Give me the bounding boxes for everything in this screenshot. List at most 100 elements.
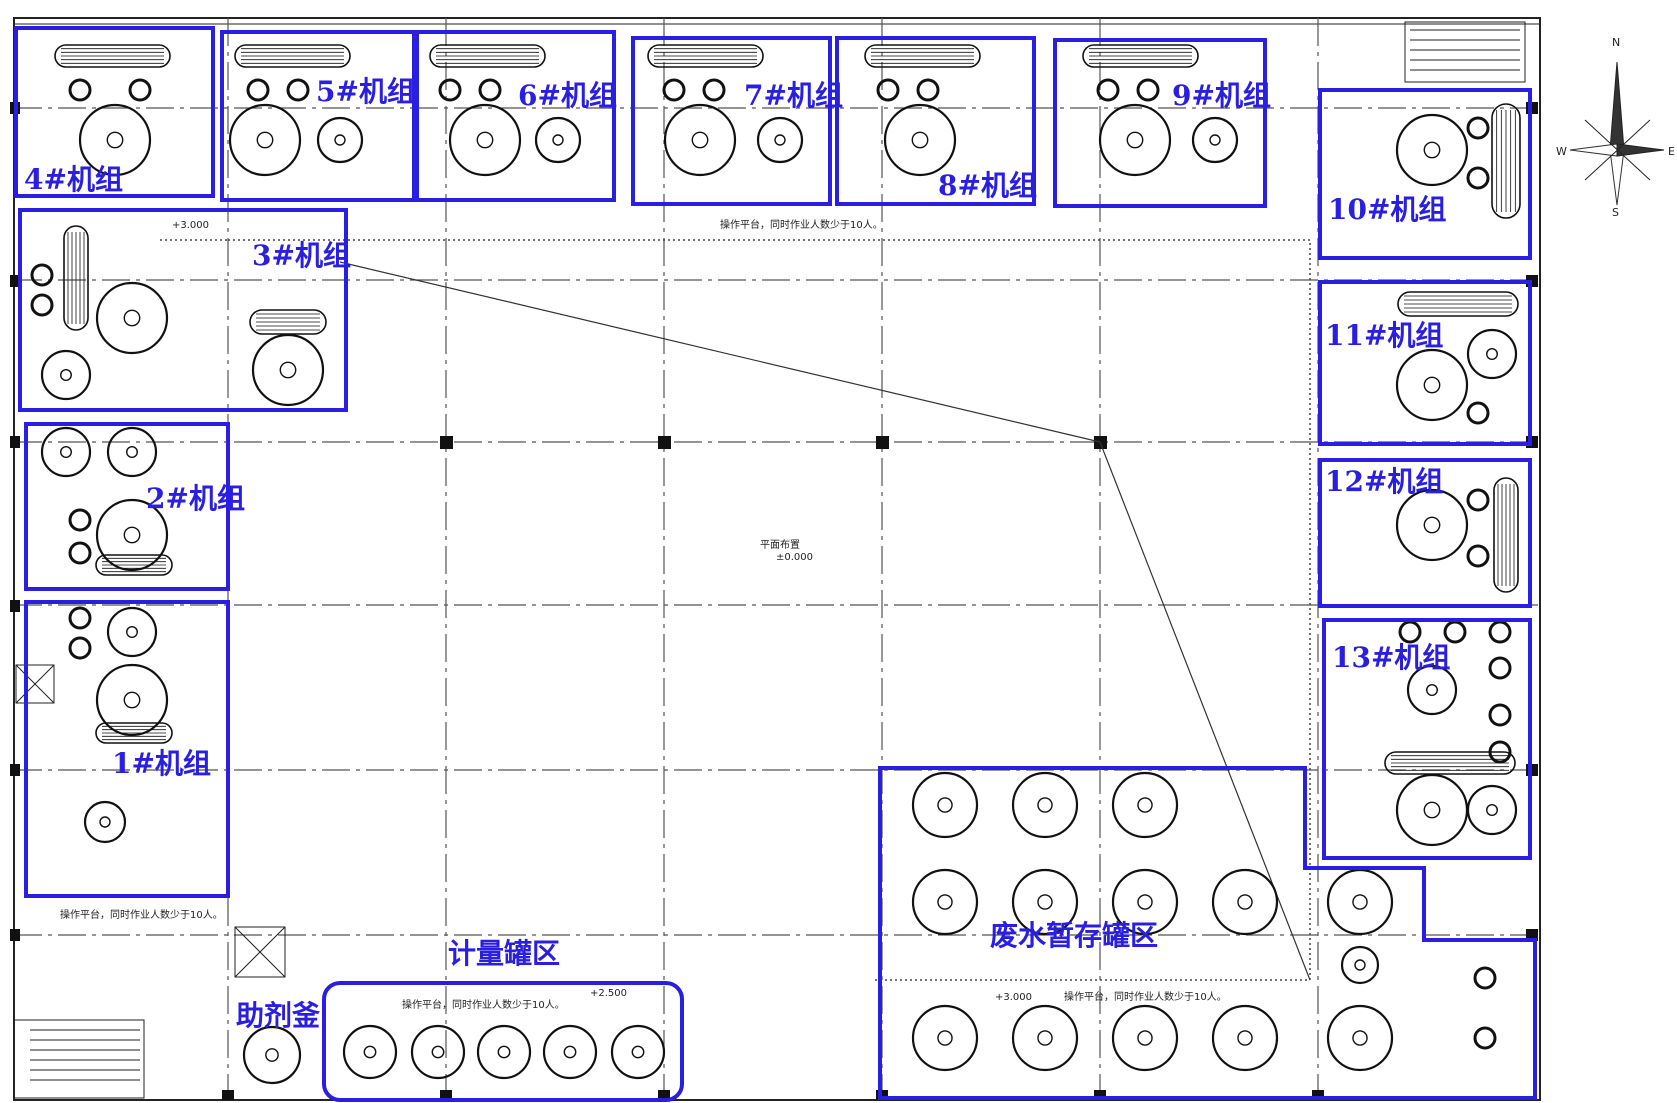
reactor-icon-agitator bbox=[1486, 348, 1498, 360]
reactor-icon bbox=[228, 103, 302, 177]
storage-tank-icon bbox=[1340, 945, 1380, 985]
reactor-icon bbox=[1395, 488, 1469, 562]
reactor-icon-agitator bbox=[911, 131, 929, 149]
condenser-icon bbox=[234, 44, 351, 68]
reactor-icon bbox=[1191, 116, 1239, 164]
reactor-icon-agitator bbox=[1486, 804, 1498, 816]
condenser-icon bbox=[95, 554, 173, 576]
metering-tank-icon-agitator bbox=[431, 1045, 445, 1059]
metering-tank-icon bbox=[610, 1024, 666, 1080]
reactor-icon bbox=[448, 103, 522, 177]
reactor-icon bbox=[1098, 103, 1172, 177]
area-label-wastewater: 废水暂存罐区 bbox=[990, 919, 1159, 952]
reactor-icon bbox=[756, 116, 804, 164]
storage-tank-icon bbox=[1011, 1004, 1079, 1072]
compass-e: E bbox=[1668, 145, 1675, 158]
storage-tank-icon-agitator bbox=[1037, 894, 1053, 910]
metering-tank-icon-agitator bbox=[363, 1045, 377, 1059]
storage-tank-icon-agitator bbox=[937, 1030, 953, 1046]
reactor-icon bbox=[106, 606, 158, 658]
unit-label-12: 12#机组 bbox=[1325, 465, 1444, 498]
storage-tank-icon bbox=[1111, 771, 1179, 839]
additive-kettle-icon bbox=[242, 1025, 302, 1085]
reactor-icon-agitator bbox=[1423, 141, 1441, 159]
zone-box-u2 bbox=[24, 422, 230, 591]
metering-tank-icon bbox=[342, 1024, 398, 1080]
reactor-icon-agitator bbox=[691, 131, 709, 149]
storage-tank-icon bbox=[1111, 868, 1179, 936]
metering-tank-icon-agitator bbox=[563, 1045, 577, 1059]
reactor-icon bbox=[95, 498, 169, 572]
storage-tank-icon bbox=[911, 1004, 979, 1072]
zone-box-u4 bbox=[14, 26, 215, 198]
pump-icon bbox=[1488, 656, 1512, 680]
compass-w: W bbox=[1556, 145, 1567, 158]
reactor-icon bbox=[1395, 113, 1469, 187]
reactor-icon bbox=[534, 116, 582, 164]
unit-label-8: 8#机组 bbox=[938, 169, 1037, 202]
reactor-icon bbox=[106, 426, 158, 478]
unit-label-11: 11#机组 bbox=[1325, 319, 1444, 352]
reactor-icon-agitator bbox=[279, 361, 297, 379]
condenser-icon bbox=[1397, 291, 1519, 317]
pump-icon bbox=[1443, 620, 1467, 644]
platform-note-bottom: 操作平台，同时作业人数少于10人。 bbox=[402, 1000, 565, 1011]
metering-tank-icon-agitator bbox=[631, 1045, 645, 1059]
elevation-a: +3.000 bbox=[172, 220, 210, 231]
reactor-icon-agitator bbox=[334, 134, 346, 146]
storage-tank-icon-agitator bbox=[1352, 1030, 1368, 1046]
unit-label-7: 7#机组 bbox=[744, 79, 843, 112]
platform-outline bbox=[160, 239, 1311, 981]
unit-label-10: 10#机组 bbox=[1328, 193, 1447, 226]
pump-icon bbox=[286, 78, 310, 102]
pump-icon bbox=[438, 78, 462, 102]
zone-boxes bbox=[14, 26, 1537, 1102]
storage-tank-icon bbox=[1326, 1004, 1394, 1072]
storage-tank-icon-agitator bbox=[1237, 1030, 1253, 1046]
storage-tank-icon-agitator bbox=[1037, 797, 1053, 813]
storage-tank-icon bbox=[1011, 771, 1079, 839]
storage-tank-icon-agitator bbox=[937, 894, 953, 910]
reactor-icon-agitator bbox=[60, 369, 72, 381]
pump-icon bbox=[30, 293, 54, 317]
reactor-icon-agitator bbox=[1426, 684, 1438, 696]
zone-box-wastewater bbox=[878, 766, 1537, 1100]
condenser-icon bbox=[1082, 44, 1199, 68]
reactor-icon-agitator bbox=[476, 131, 494, 149]
storage-tank-icon bbox=[911, 771, 979, 839]
pump-icon bbox=[1473, 1026, 1497, 1050]
unit-label-2: 2#机组 bbox=[146, 482, 245, 515]
condenser-icon bbox=[1493, 477, 1519, 593]
reactor-icon-agitator bbox=[126, 626, 138, 638]
reactor-icon bbox=[83, 800, 127, 844]
condenser-icon bbox=[647, 44, 764, 68]
pump-icon bbox=[30, 263, 54, 287]
unit-label-13: 13#机组 bbox=[1332, 641, 1451, 674]
compass-n: N bbox=[1612, 36, 1621, 49]
zone-box-u13 bbox=[1322, 618, 1532, 860]
reactor-icon-agitator bbox=[256, 131, 274, 149]
pump-icon bbox=[1466, 401, 1490, 425]
pump-icon bbox=[246, 78, 270, 102]
compass-s: S bbox=[1612, 206, 1619, 219]
area-label-additive: 助剂釜 bbox=[236, 999, 321, 1032]
floor-level-label: 平面布置 bbox=[760, 540, 800, 551]
reactor-icon-agitator bbox=[1209, 134, 1221, 146]
platform-note-left: 操作平台，同时作业人数少于10人。 bbox=[60, 910, 223, 921]
pump-icon bbox=[1473, 966, 1497, 990]
pump-icon bbox=[1466, 166, 1490, 190]
reactor-icon-agitator bbox=[1126, 131, 1144, 149]
structural-columns bbox=[10, 102, 1538, 1100]
unit-label-5: 5#机组 bbox=[316, 75, 415, 108]
elevation-c: +3.000 bbox=[995, 992, 1033, 1003]
zone-box-u3 bbox=[18, 208, 348, 412]
zone-box-u6 bbox=[415, 30, 616, 202]
zone-box-u11 bbox=[1318, 280, 1532, 446]
pump-icon bbox=[1488, 703, 1512, 727]
building-outline bbox=[13, 17, 1541, 1101]
reactor-icon-agitator bbox=[106, 131, 124, 149]
metering-tank-icon bbox=[476, 1024, 532, 1080]
unit-label-9: 9#机组 bbox=[1172, 79, 1271, 112]
zone-box-metering bbox=[322, 981, 684, 1102]
